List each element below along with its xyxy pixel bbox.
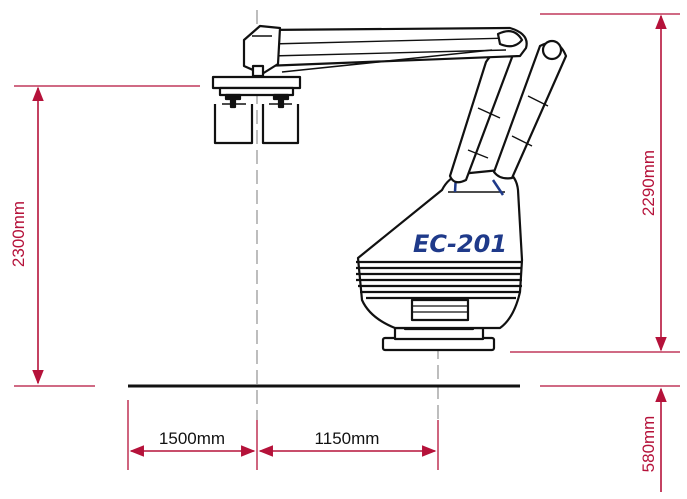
reach-height-label: 2300mm: [9, 201, 28, 267]
robot-wrist: [242, 24, 282, 78]
center-offset-label: 1150mm: [315, 429, 380, 448]
robot-upper-arm: [448, 39, 568, 184]
model-label: EC-201: [413, 230, 507, 258]
dimension-arrows: [32, 14, 667, 492]
robot-illustration: [211, 24, 568, 352]
robot-forearm: [260, 26, 528, 73]
base-height-label: 580mm: [639, 416, 658, 473]
overall-height-label: 2290mm: [639, 150, 658, 216]
left-reach-label: 1500mm: [159, 429, 225, 448]
robot-gripper: [211, 75, 302, 145]
extension-lines: [14, 13, 680, 470]
